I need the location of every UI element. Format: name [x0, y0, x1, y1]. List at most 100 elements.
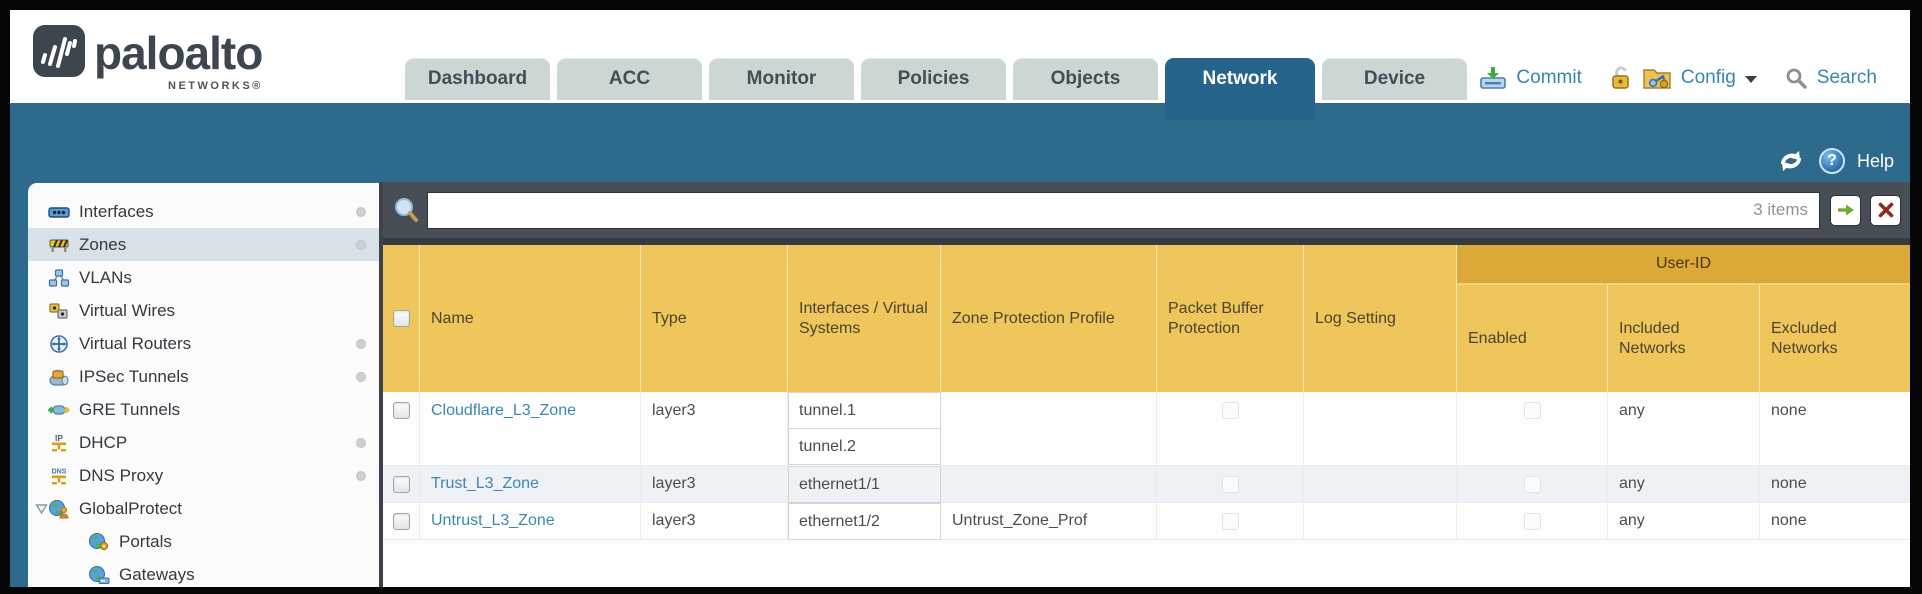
sidebar-item-portals[interactable]: Portals [28, 525, 379, 558]
sidebar-item-gateways[interactable]: Gateways [28, 558, 379, 587]
zones-table-body: Cloudflare_L3_Zone layer3 tunnel.1 tunne… [383, 392, 1910, 540]
sidebar-item-gre-tunnels[interactable]: GRE Tunnels [28, 393, 379, 426]
row-select-cell [383, 466, 420, 503]
commit-button[interactable]: Commit [1516, 67, 1582, 88]
status-dot [356, 339, 366, 349]
sidebar-item-globalprotect[interactable]: GlobalProtect [28, 492, 379, 525]
zone-name-link[interactable]: Trust_L3_Zone [431, 475, 539, 492]
table-row: Cloudflare_L3_Zone layer3 tunnel.1 tunne… [383, 392, 1910, 466]
zone-name-cell: Cloudflare_L3_Zone [420, 392, 641, 466]
column-header-enabled[interactable]: Enabled [1457, 285, 1608, 392]
commit-icon[interactable] [1479, 65, 1507, 91]
user-id-enabled-checkbox[interactable] [1523, 475, 1541, 493]
status-dot [356, 207, 366, 217]
gateways-icon [89, 565, 110, 584]
column-header-zone-protection-profile[interactable]: Zone Protection Profile [941, 245, 1157, 392]
brand-subtitle: NETWORKS® [168, 80, 263, 92]
sidebar-item-zones[interactable]: Zones [28, 228, 379, 261]
config-folder-icon[interactable] [1642, 65, 1672, 91]
sidebar-item-dhcp[interactable]: IP DHCP [28, 426, 379, 459]
search-icon[interactable] [1785, 67, 1808, 90]
sidebar-label: DHCP [79, 432, 128, 452]
top-bar: paloalto NETWORKS® Dashboard ACC Monitor… [10, 10, 1910, 120]
row-checkbox[interactable] [392, 475, 410, 493]
user-id-enabled-checkbox[interactable] [1523, 512, 1541, 530]
zone-type: layer3 [652, 512, 696, 529]
zone-name-cell: Trust_L3_Zone [420, 466, 641, 503]
zone-interfaces-cell: ethernet1/2 [788, 503, 941, 540]
header-gap-strip [383, 238, 1910, 245]
lock-icon[interactable] [1610, 65, 1633, 91]
sidebar-item-dns-proxy[interactable]: DNS DNS Proxy [28, 459, 379, 492]
refresh-icon[interactable] [1775, 148, 1807, 174]
config-button[interactable]: Config [1680, 67, 1736, 88]
column-header-excluded-networks[interactable]: Excluded Networks [1771, 319, 1838, 357]
log-setting-cell [1304, 503, 1457, 540]
packet-buffer-protection-checkbox[interactable] [1221, 475, 1239, 493]
select-all-checkbox[interactable] [392, 310, 410, 327]
row-checkbox[interactable] [392, 402, 410, 419]
sidebar-item-virtual-wires[interactable]: Virtual Wires [28, 294, 379, 327]
included-networks-cell: any [1608, 466, 1760, 503]
packet-buffer-protection-checkbox[interactable] [1221, 402, 1239, 419]
column-header-log-setting[interactable]: Log Setting [1304, 245, 1457, 392]
filter-input[interactable] [427, 191, 1820, 229]
column-header-interfaces[interactable]: Interfaces / Virtual Systems [788, 245, 941, 392]
tab-monitor[interactable]: Monitor [709, 58, 854, 100]
column-header-included-networks[interactable]: Included Networks [1608, 285, 1760, 392]
user-id-enabled-checkbox[interactable] [1523, 402, 1541, 419]
excluded-networks: none [1771, 402, 1807, 419]
row-select-cell [383, 392, 420, 466]
zone-protection-profile: Untrust_Zone_Prof [952, 512, 1088, 529]
tab-policies[interactable]: Policies [861, 58, 1006, 100]
interface-entry: tunnel.2 [788, 428, 941, 465]
search-button[interactable]: Search [1816, 67, 1877, 88]
band-tools: ? Help [1775, 148, 1894, 174]
sidebar-label: IPSec Tunnels [79, 366, 189, 386]
tab-network[interactable]: Network [1165, 58, 1315, 120]
ipsec-tunnels-icon [49, 369, 69, 386]
config-dropdown-caret-icon[interactable] [1744, 76, 1757, 83]
sidebar-item-ipsec-tunnels[interactable]: IPSec Tunnels [28, 360, 379, 393]
svg-text:DNS: DNS [52, 468, 67, 475]
interface-entry: ethernet1/1 [788, 466, 941, 503]
column-group-user-id[interactable]: User-ID [1457, 245, 1910, 285]
packet-buffer-protection-checkbox[interactable] [1221, 512, 1239, 530]
clear-filter-button[interactable] [1870, 194, 1901, 226]
help-icon[interactable]: ? [1818, 148, 1845, 174]
sidebar-item-interfaces[interactable]: Interfaces [28, 195, 379, 228]
sidebar-label: Zones [79, 234, 127, 254]
zones-icon [49, 239, 69, 252]
portals-icon [89, 532, 109, 550]
clear-filter-x-icon [1878, 202, 1893, 218]
log-setting-cell [1304, 466, 1457, 503]
excluded-networks-cell: none [1760, 392, 1910, 466]
tab-device[interactable]: Device [1322, 58, 1467, 100]
column-header-packet-buffer-protection[interactable]: Packet Buffer Protection [1157, 245, 1304, 392]
sidebar-label: VLANs [79, 267, 132, 287]
excluded-networks: none [1771, 475, 1807, 492]
filter-input-wrap: 3 items [427, 191, 1820, 229]
excluded-networks-cell: none [1760, 466, 1910, 503]
zone-name-link[interactable]: Cloudflare_L3_Zone [431, 402, 576, 419]
sidebar-label: GRE Tunnels [79, 399, 181, 419]
tab-acc[interactable]: ACC [557, 58, 702, 100]
expand-triangle-icon[interactable] [35, 503, 48, 515]
browser-viewport: paloalto NETWORKS® Dashboard ACC Monitor… [10, 10, 1910, 587]
status-dot [356, 372, 366, 382]
row-checkbox[interactable] [392, 512, 410, 530]
zones-table-header: Name Type Interfaces / Virtual Systems Z… [383, 245, 1910, 392]
tab-objects[interactable]: Objects [1013, 58, 1158, 100]
help-label[interactable]: Help [1856, 150, 1894, 171]
column-header-type[interactable]: Type [641, 245, 788, 392]
sidebar-item-virtual-routers[interactable]: Virtual Routers [28, 327, 379, 360]
apply-filter-button[interactable] [1830, 194, 1861, 226]
sidebar-item-vlans[interactable]: VLANs [28, 261, 379, 294]
zone-name-link[interactable]: Untrust_L3_Zone [431, 512, 555, 529]
top-actions: Commit Config [1479, 60, 1877, 96]
tab-dashboard[interactable]: Dashboard [405, 58, 550, 100]
sidebar-label: Portals [119, 531, 172, 551]
log-setting-cell [1304, 392, 1457, 466]
column-header-name[interactable]: Name [420, 245, 641, 392]
